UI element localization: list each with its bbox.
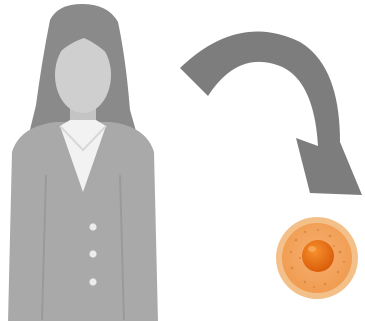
- nucleus-highlight: [308, 246, 316, 252]
- cardigan-button: [89, 278, 97, 286]
- curved-arrow-icon: [180, 31, 362, 195]
- woman-silhouette-icon: [8, 4, 158, 321]
- cardigan-button: [89, 250, 97, 258]
- fringe: [54, 20, 112, 58]
- arm-seam-left: [41, 174, 47, 321]
- cardigan-button: [89, 223, 97, 231]
- arm-seam-right: [119, 174, 125, 321]
- face: [55, 37, 111, 113]
- cardigan: [8, 122, 158, 321]
- egg-cell-icon: [276, 217, 358, 299]
- collar-outline: [59, 125, 107, 152]
- cytoplasm-speckles: [289, 228, 345, 288]
- cell-nucleus: [302, 240, 334, 272]
